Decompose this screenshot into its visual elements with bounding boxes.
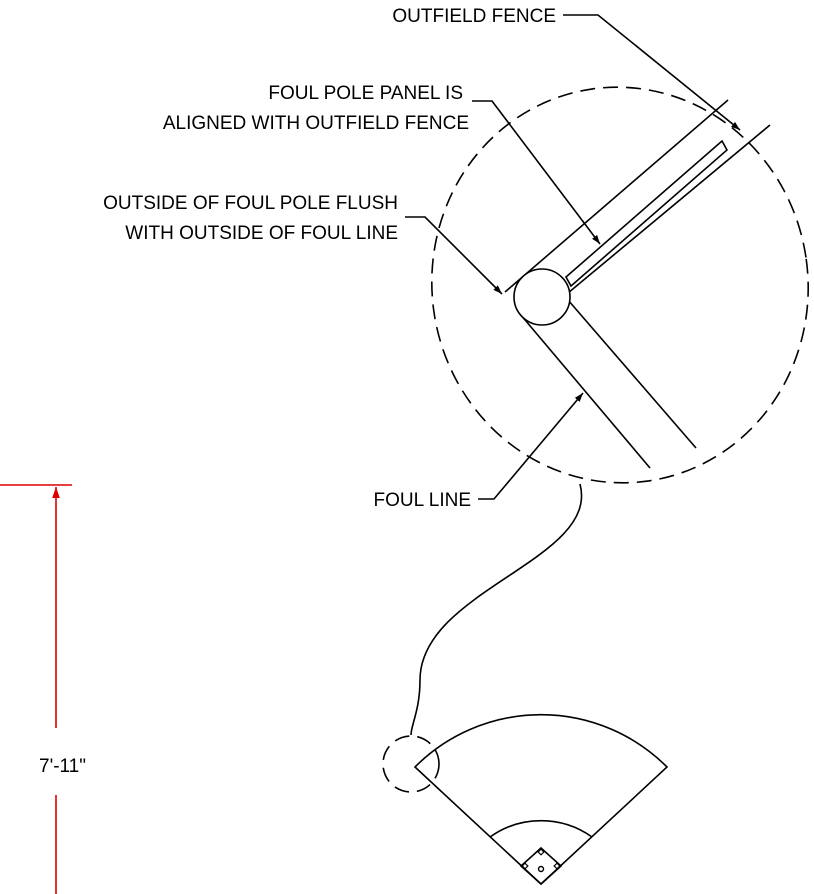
key-detail-circle xyxy=(382,735,440,793)
third-base xyxy=(521,862,529,870)
second-base xyxy=(537,848,545,856)
outfield-fence-line-inner xyxy=(504,99,729,293)
foul-line-leader xyxy=(478,392,584,500)
outfield-fence-label: OUTFIELD FENCE xyxy=(392,6,556,27)
infield-diamond xyxy=(519,846,563,886)
infield-arc xyxy=(489,819,593,838)
foul-pole-panel xyxy=(564,139,729,288)
pole-label-line2: WITH OUTSIDE OF FOUL LINE xyxy=(125,223,398,244)
outfield-fence-leader xyxy=(563,14,741,131)
pole-flush-leader xyxy=(405,216,503,295)
field-outline xyxy=(413,713,669,886)
foul-line-edge-outer xyxy=(567,299,697,449)
pole-label-line1: OUTSIDE OF FOUL POLE FLUSH xyxy=(103,193,398,214)
detail-callout-ellipse xyxy=(431,86,809,484)
detail-connector-curve xyxy=(410,483,583,736)
panel-label-line2: ALIGNED WITH OUTFIELD FENCE xyxy=(163,113,469,134)
foul-line-edge-inner xyxy=(519,313,651,469)
panel-leader xyxy=(472,100,601,245)
pitchers-mound xyxy=(537,865,545,873)
panel-label-line1: FOUL POLE PANEL IS xyxy=(268,83,463,104)
foul-line-label: FOUL LINE xyxy=(374,490,472,511)
first-base xyxy=(553,862,561,870)
dimension-value: 7'-11" xyxy=(39,756,86,777)
outfield-fence-line-outer xyxy=(567,124,771,294)
foul-pole xyxy=(513,268,571,326)
